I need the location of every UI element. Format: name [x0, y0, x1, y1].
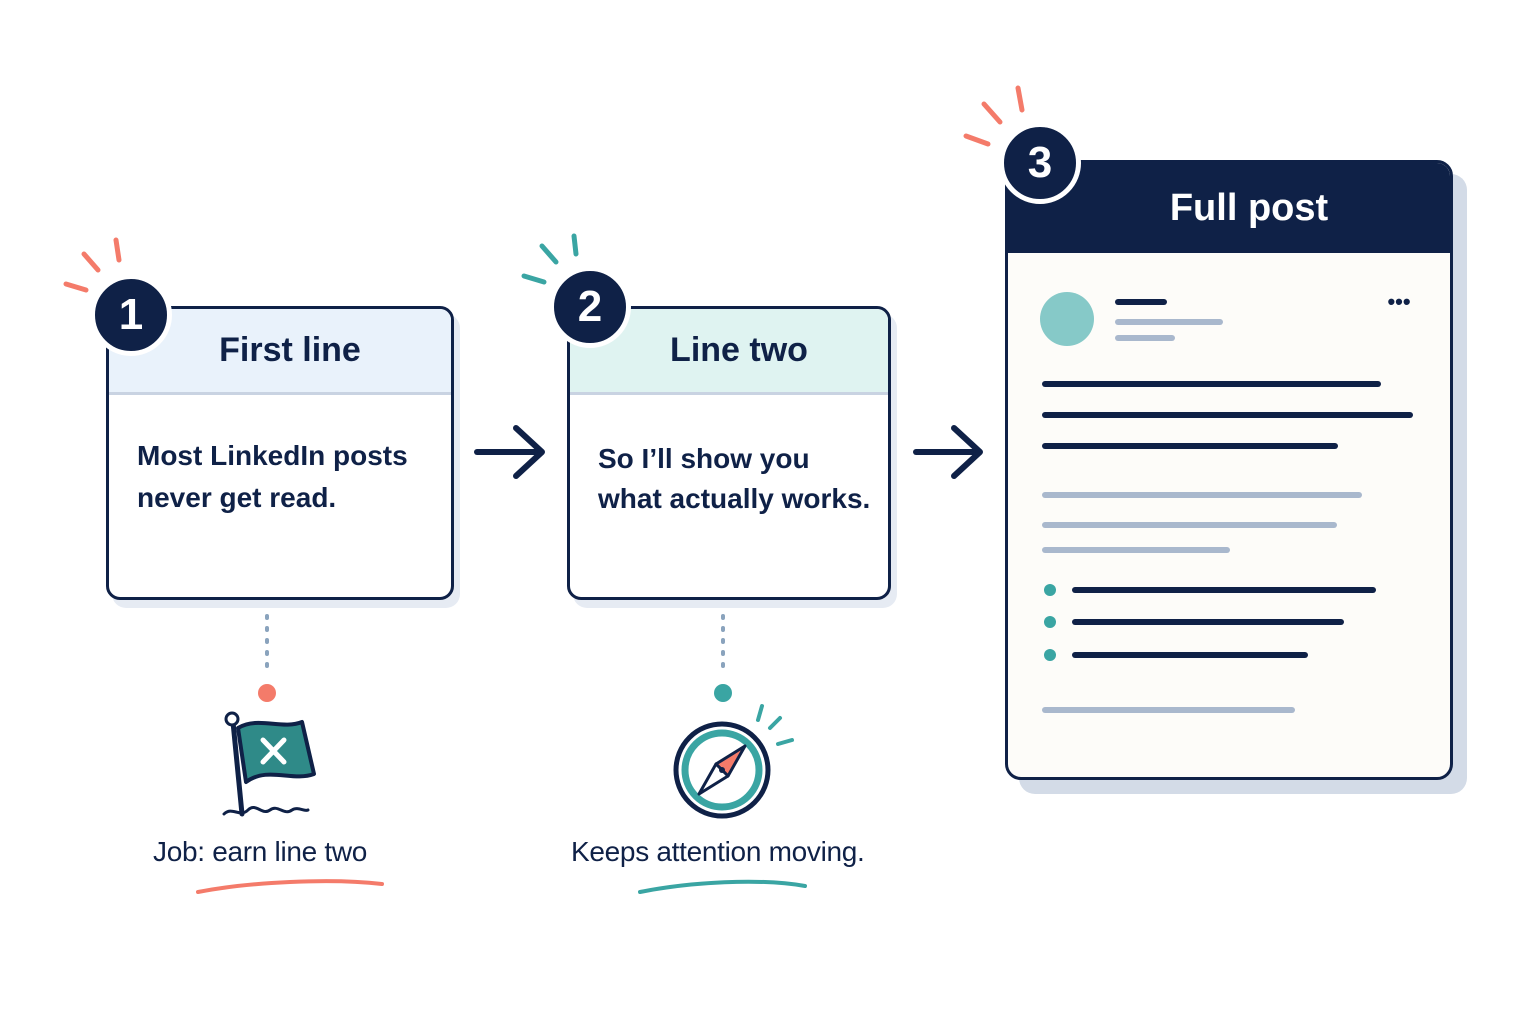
text-line — [1042, 547, 1230, 553]
step-number-badge: 3 — [999, 122, 1081, 204]
arrow-right-icon — [474, 425, 545, 479]
step-caption-2: Keeps attention moving. — [571, 836, 865, 867]
author-name-line — [1115, 299, 1167, 305]
author-meta-line — [1115, 335, 1175, 341]
step-caption-1: Job: earn line two — [153, 836, 368, 867]
caption-underline-2 — [638, 879, 807, 894]
step-number-badge: 1 — [90, 274, 172, 356]
step-card-line-two: Line two So I’ll show you what actually … — [567, 306, 891, 600]
bullet-dot — [1044, 584, 1056, 596]
caption-underline-1 — [196, 879, 384, 894]
body-line: So I’ll show you — [598, 443, 810, 474]
step-card-first-line: First line Most LinkedIn posts never get… — [106, 306, 454, 600]
text-line — [1042, 381, 1381, 387]
compass-icon — [673, 704, 794, 819]
step-card-full-post: Full post ••• — [1005, 160, 1453, 780]
step-card-title: Full post — [1008, 163, 1450, 253]
text-line — [1042, 492, 1362, 498]
bullet-line — [1072, 652, 1308, 658]
bullet-dot — [1044, 616, 1056, 628]
body-line: Most LinkedIn posts — [137, 440, 408, 471]
flag-x-icon — [222, 711, 316, 817]
body-line: what actually works. — [598, 483, 871, 514]
dotted-connector-1 — [258, 602, 276, 702]
text-line — [1042, 412, 1413, 418]
step-card-body: So I’ll show you what actually works. — [570, 395, 888, 519]
text-line — [1042, 707, 1295, 713]
text-line — [1042, 443, 1338, 449]
bullet-line — [1072, 619, 1344, 625]
post-placeholder: ••• — [1040, 289, 1413, 713]
body-line: never get read. — [137, 482, 337, 513]
text-line — [1042, 522, 1337, 528]
bullet-line — [1072, 587, 1376, 593]
arrow-right-icon — [913, 425, 983, 479]
spark-marks-3 — [963, 85, 1025, 147]
bullet-dot — [1044, 649, 1056, 661]
author-meta-line — [1115, 319, 1223, 325]
spark-marks-1 — [63, 237, 122, 293]
step-number-badge: 2 — [549, 266, 631, 348]
more-options-icon: ••• — [1387, 289, 1410, 314]
spark-marks-2 — [521, 233, 579, 285]
dotted-connector-2 — [714, 602, 732, 702]
avatar — [1040, 292, 1094, 346]
step-card-body: Most LinkedIn posts never get read. — [109, 395, 451, 519]
